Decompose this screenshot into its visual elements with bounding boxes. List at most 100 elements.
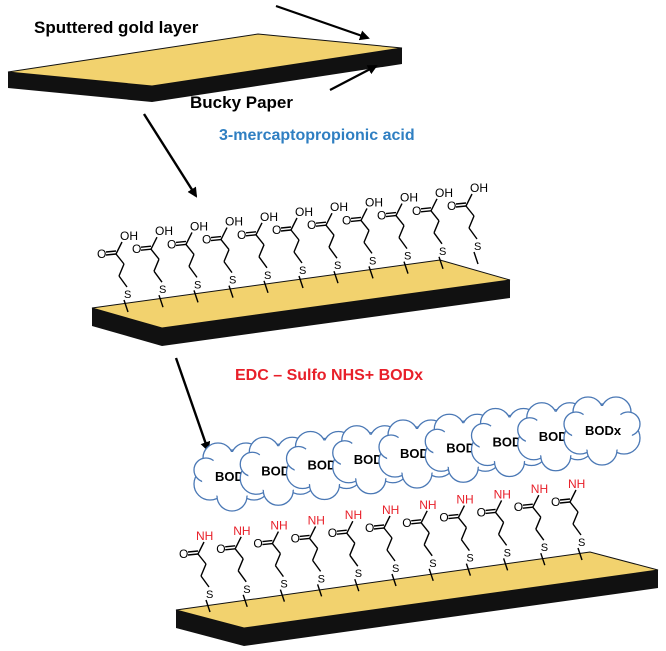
step1-reagent-label: 3-mercaptopropionic acid: [219, 127, 415, 144]
chain-bond: [188, 265, 198, 278]
chain-bond: [398, 225, 405, 238]
sulfur-atom: S: [299, 265, 306, 277]
surface-bond: [502, 558, 509, 571]
sulfur-atom: S: [541, 542, 548, 554]
hydroxyl-bond: [115, 241, 123, 255]
hydroxyl-bond: [395, 203, 403, 216]
oxygen-atom: O: [439, 511, 448, 525]
surface-bond: [316, 584, 323, 597]
amide-nh-group: NH: [345, 508, 362, 522]
amide-bond: [271, 531, 280, 544]
amide-bond: [308, 526, 317, 539]
chain-bond: [328, 246, 338, 259]
amide-linker-layer: SONHSONHSONHSONHSONHSONHSONHSONHSONHSONH…: [179, 477, 585, 613]
bare-electrode-plate: [7, 33, 403, 102]
carbonyl-bond: [105, 253, 117, 256]
oxygen-atom: O: [167, 237, 176, 251]
sulfur-atom: S: [159, 284, 166, 296]
chain-bond: [532, 506, 542, 518]
chain-bond: [465, 205, 475, 217]
chain-bond: [115, 253, 125, 265]
oxygen-atom: O: [514, 500, 523, 514]
chain-bond: [220, 239, 230, 251]
hydroxyl-bond: [255, 222, 263, 236]
hydroxyl-group: OH: [120, 229, 138, 243]
chain-bond: [360, 219, 370, 231]
surface-bond: [279, 589, 286, 602]
carbonyl-bond: [210, 238, 222, 242]
surface-bond: [577, 547, 583, 561]
gold-layer-arrow: [275, 4, 370, 41]
carbonyl-bond: [455, 202, 467, 205]
chain-bond: [460, 527, 468, 540]
amide-nh-group: NH: [531, 482, 548, 496]
surface-bond: [263, 280, 269, 294]
surface-bond: [158, 294, 164, 308]
bucky-paper-arrow: [329, 65, 378, 91]
carbonyl-bond: [210, 235, 222, 239]
sulfur-atom: S: [334, 260, 341, 272]
carbonyl-bond: [411, 519, 422, 522]
amide-molecule: S O NH: [514, 482, 548, 566]
gold-layer-label: Sputtered gold layer: [34, 18, 199, 37]
chain-bond: [309, 537, 319, 549]
bodx-enzyme: BODx: [563, 396, 641, 466]
carbonyl-bond: [280, 229, 292, 232]
surface-bond: [333, 270, 339, 284]
surface-bond: [368, 266, 374, 279]
carbonyl-bond: [373, 527, 385, 530]
hydroxyl-group: OH: [295, 205, 313, 219]
amide-bond: [197, 541, 205, 555]
carbonyl-bond: [140, 245, 152, 248]
hydroxyl-group: OH: [330, 200, 348, 214]
chain-bond: [497, 522, 505, 535]
sulfur-atom: S: [404, 251, 411, 263]
oxygen-atom: O: [179, 547, 188, 561]
bucky-paper-label: Bucky Paper: [190, 93, 293, 112]
chain-bond: [363, 230, 370, 243]
sulfur-atom: S: [578, 537, 585, 549]
carbonyl-bond: [315, 221, 327, 224]
sulfur-atom: S: [466, 553, 473, 565]
carbonyl-bond: [350, 216, 362, 220]
surface-bond: [354, 578, 360, 592]
surface-bond: [205, 599, 211, 613]
amide-nh-group: NH: [494, 487, 511, 501]
sulfur-atom: S: [504, 547, 511, 559]
surface-bond: [428, 568, 434, 582]
chain-bond: [535, 516, 542, 530]
amide-nh-group: NH: [196, 529, 213, 543]
chain-bond: [258, 244, 265, 258]
chain-bond: [498, 533, 508, 546]
hydroxyl-bond: [430, 198, 438, 212]
carbonyl-bond: [280, 226, 292, 229]
surface-bond: [391, 573, 397, 587]
oxygen-atom: O: [377, 209, 386, 223]
amide-bond: [346, 520, 354, 534]
carbonyl-bond: [262, 542, 273, 546]
carbonyl-bond: [245, 231, 257, 234]
chain-bond: [197, 553, 207, 565]
chain-bond: [255, 234, 265, 246]
hydroxyl-group: OH: [365, 195, 383, 209]
amide-bond: [494, 500, 503, 513]
carbonyl-bond: [299, 534, 310, 538]
chain-bond: [349, 554, 359, 567]
oxygen-atom: O: [551, 495, 560, 509]
carbonyl-bond: [299, 537, 310, 541]
sulfur-atom: S: [369, 255, 376, 267]
carbonyl-bond: [262, 539, 273, 543]
sulfur-atom: S: [280, 579, 287, 591]
chain-bond: [237, 570, 247, 583]
